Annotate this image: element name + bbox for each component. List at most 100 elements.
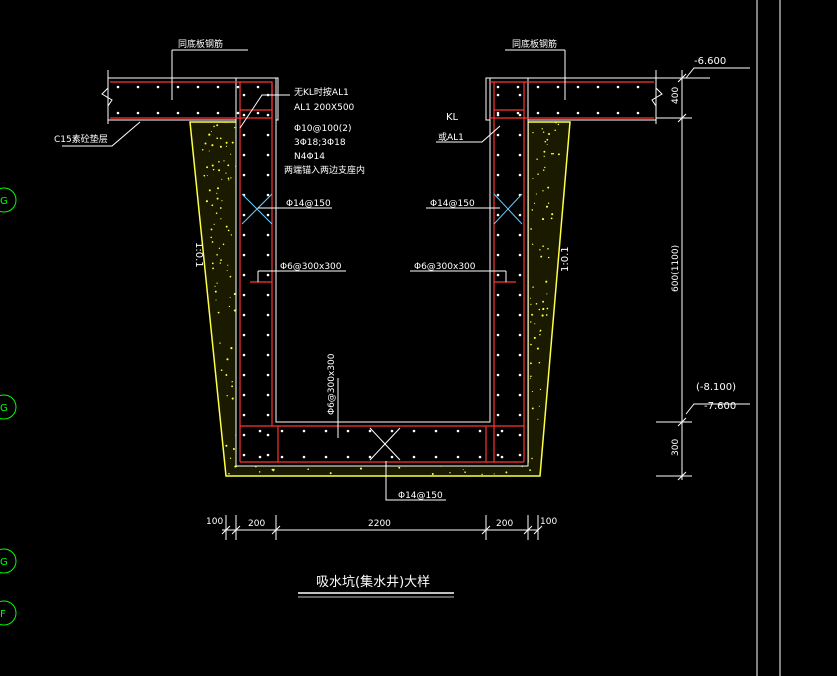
rebar-dot bbox=[412, 429, 416, 433]
right-dimension-lines bbox=[656, 67, 750, 481]
label-kl-right-1: KL bbox=[446, 112, 459, 123]
rebar-dot bbox=[576, 85, 580, 89]
rebar-dot bbox=[496, 233, 500, 237]
label-elevation-bottom-paren: (-8.100) bbox=[696, 382, 736, 393]
gravel-speck bbox=[230, 347, 233, 350]
leader-lines bbox=[62, 49, 566, 501]
rebar-dot bbox=[518, 353, 522, 357]
rebar-dot bbox=[156, 111, 160, 115]
gravel-speck bbox=[532, 131, 534, 134]
rebar-dot bbox=[496, 153, 500, 157]
rebar-dot bbox=[242, 213, 246, 217]
gravel-speck bbox=[534, 323, 536, 325]
gravel-speck bbox=[531, 457, 533, 460]
gravel-speck bbox=[530, 375, 532, 378]
gravel-speck bbox=[545, 314, 548, 316]
rebar-dot bbox=[516, 111, 520, 115]
rebar-dot bbox=[518, 393, 522, 397]
gravel-speck bbox=[218, 247, 221, 249]
gravel-speck bbox=[536, 158, 538, 160]
gravel-speck bbox=[540, 255, 543, 258]
gravel-speck bbox=[229, 457, 232, 459]
rebar-dot bbox=[496, 433, 500, 437]
rebar-dot bbox=[266, 113, 270, 117]
rebar-dot bbox=[266, 433, 270, 437]
label-dim-b-100b: 100 bbox=[540, 517, 557, 527]
gravel-speck bbox=[545, 280, 548, 283]
gravel-speck bbox=[231, 141, 234, 144]
label-slope-left: 1:0.1 bbox=[193, 242, 204, 268]
rebar-dot bbox=[136, 85, 140, 89]
rebar-dot bbox=[496, 413, 500, 417]
rebar-dot bbox=[500, 429, 504, 433]
gravel-speck bbox=[227, 164, 230, 167]
gravel-speck bbox=[216, 137, 219, 140]
gravel-speck bbox=[208, 189, 211, 192]
gravel-speck bbox=[225, 374, 228, 376]
gravel-speck bbox=[530, 343, 532, 346]
gravel-speck bbox=[542, 245, 544, 248]
grid-bubble-g-3: G bbox=[0, 548, 17, 574]
gravel-speck bbox=[225, 225, 228, 228]
rebar-dot bbox=[242, 393, 246, 397]
gravel-speck bbox=[219, 137, 222, 140]
rebar-dot bbox=[518, 133, 522, 137]
rebar-dot bbox=[242, 353, 246, 357]
gravel-speck bbox=[221, 200, 223, 202]
rebar-dots bbox=[116, 85, 640, 459]
gravel-speck bbox=[229, 297, 231, 299]
gravel-speck bbox=[220, 369, 223, 372]
rebar-dot bbox=[156, 85, 160, 89]
label-top-left-rebar: 同底板钢筋 bbox=[178, 38, 223, 50]
rebar-dot bbox=[496, 313, 500, 317]
gravel-speck bbox=[539, 330, 541, 332]
gravel-speck bbox=[216, 192, 218, 194]
gravel-speck bbox=[227, 264, 229, 266]
gravel-speck bbox=[272, 469, 275, 472]
rebar-dot bbox=[116, 111, 120, 115]
gravel-speck bbox=[531, 243, 534, 245]
label-kl-note-6: 两端锚入两边支座内 bbox=[284, 164, 365, 176]
gravel-speck bbox=[431, 473, 434, 475]
label-elevation-top: -6.600 bbox=[694, 56, 726, 67]
rebar-dot bbox=[390, 455, 394, 459]
gravel-speck bbox=[228, 305, 231, 308]
gravel-speck bbox=[220, 259, 222, 261]
rebar-dot bbox=[556, 111, 560, 115]
gravel-speck bbox=[212, 168, 215, 171]
rebar-dot bbox=[302, 455, 306, 459]
gravel-speck bbox=[201, 148, 204, 151]
rebar-dot bbox=[496, 193, 500, 197]
gravel-speck bbox=[210, 131, 212, 132]
gravel-speck bbox=[214, 285, 216, 287]
rebar-dot bbox=[266, 193, 270, 197]
gravel-speck bbox=[533, 336, 536, 339]
gravel-speck bbox=[215, 212, 218, 214]
gravel-speck bbox=[230, 153, 232, 155]
label-rebar-bottom: Φ14@150 bbox=[398, 491, 443, 501]
rebar-dot bbox=[518, 453, 522, 457]
rebar-dot bbox=[196, 85, 200, 89]
rebar-dot bbox=[280, 455, 284, 459]
gravel-speck bbox=[537, 173, 539, 175]
label-tie-right: Φ6@300x300 bbox=[414, 262, 476, 272]
label-dim-b-200b: 200 bbox=[496, 519, 513, 529]
gravel-speck bbox=[216, 124, 219, 127]
rebar-dot bbox=[242, 133, 246, 137]
gravel-speck bbox=[546, 307, 549, 310]
rebar-dot bbox=[496, 85, 500, 89]
gravel-speck bbox=[481, 473, 483, 475]
gravel-speck bbox=[539, 333, 541, 336]
gravel-speck bbox=[211, 204, 214, 207]
gravel-speck bbox=[218, 169, 221, 172]
gravel-speck bbox=[535, 303, 538, 305]
gravel-speck bbox=[547, 186, 550, 189]
rebar-dot bbox=[518, 253, 522, 257]
gravel-speck bbox=[542, 300, 545, 303]
gravel-speck bbox=[543, 150, 546, 153]
rebar-dot bbox=[256, 85, 260, 89]
gravel-speck bbox=[307, 468, 310, 471]
gravel-speck bbox=[213, 125, 215, 128]
rebar-dot bbox=[496, 293, 500, 297]
rebar-dot bbox=[266, 213, 270, 217]
